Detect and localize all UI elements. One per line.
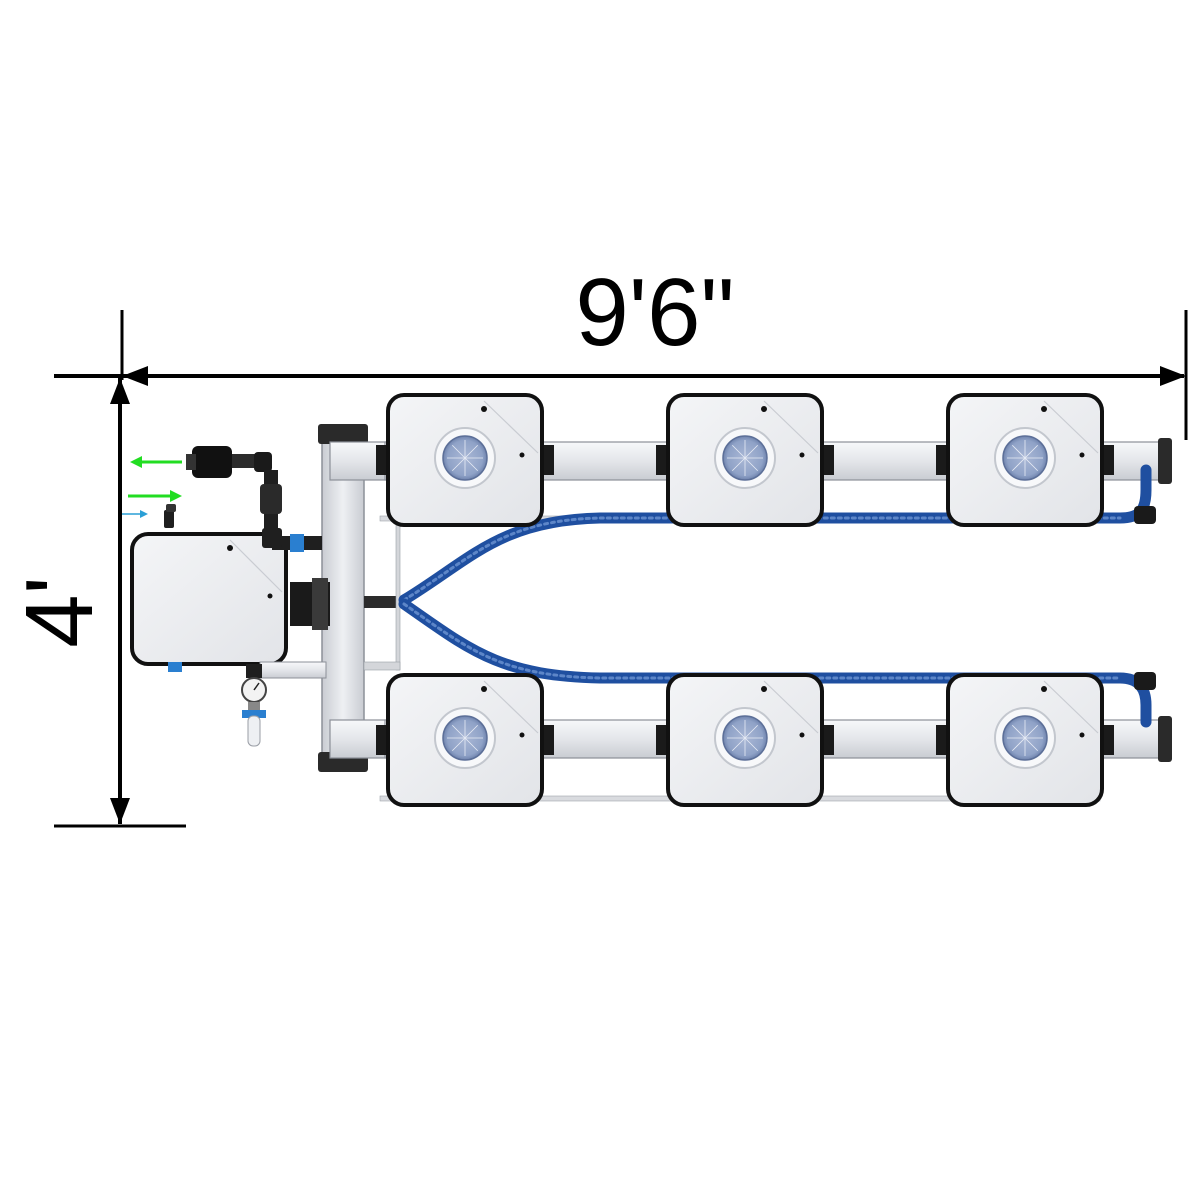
- drain-assembly: [241, 661, 327, 747]
- site-module: [936, 673, 1114, 807]
- top-arrowhead-icon: [110, 378, 130, 404]
- height-dimension: 4': [6, 376, 186, 828]
- flow-arrows: [122, 456, 182, 518]
- site-module: [936, 393, 1114, 527]
- return-hoses: [398, 464, 1156, 728]
- site-module: [656, 393, 834, 527]
- right-arrowhead-icon: [1160, 366, 1186, 386]
- hose-splitter: [364, 596, 404, 608]
- bottom-row-end-cap: [1158, 716, 1172, 762]
- site-module: [376, 673, 554, 807]
- pump-icon: [192, 446, 232, 478]
- left-arrowhead-icon: [122, 366, 148, 386]
- pump-assembly: [186, 446, 322, 552]
- height-label: 4': [6, 576, 113, 648]
- reservoir-module: [130, 532, 288, 672]
- manifold-top-cap: [318, 424, 368, 444]
- outlet-arrow-icon: [130, 456, 182, 468]
- bottom-arrowhead-icon: [110, 798, 130, 824]
- water-arrow-icon: [122, 510, 148, 518]
- site-modules: [376, 393, 1114, 807]
- width-dimension: 9'6": [54, 259, 1188, 440]
- check-valve-icon: [260, 484, 282, 514]
- inlet-arrow-icon: [128, 490, 182, 502]
- top-row-end-cap: [1158, 438, 1172, 484]
- drain-valve-icon: [242, 710, 266, 718]
- site-module: [376, 393, 554, 527]
- site-module: [656, 673, 834, 807]
- inlet-fitting: [164, 504, 176, 528]
- width-label: 9'6": [575, 259, 734, 366]
- manifold-pipe: [290, 424, 404, 772]
